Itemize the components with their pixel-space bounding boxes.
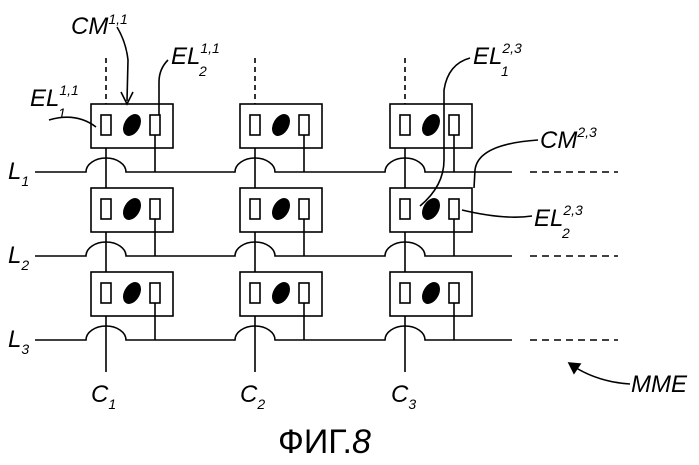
leader-cm-1-1: [117, 27, 128, 101]
electrode-2-2-3: [449, 199, 459, 219]
electrode-1-2-3: [400, 199, 410, 219]
leader-cm-2-3: [474, 140, 538, 188]
label-el1-2-3-sub: 1: [501, 63, 509, 79]
figure-caption: ФИГ.8: [278, 423, 371, 461]
leader-el1-1-1: [49, 117, 96, 127]
electrode-1-2-2: [250, 199, 260, 219]
label-el2-1-1: EL1,1: [171, 40, 220, 70]
label-el2-2-3: EL2,3: [534, 202, 583, 232]
electrode-1-3-3: [400, 283, 410, 303]
electrode-1-3-1: [101, 283, 111, 303]
electrode-1-1-2: [250, 115, 260, 135]
label-cm-1-1: CM1,1: [71, 11, 128, 40]
electrode-1-3-2: [250, 283, 260, 303]
electrode-2-1-2: [299, 115, 309, 135]
electrode-1-1-3: [400, 115, 410, 135]
column-label-1: C1: [91, 381, 116, 412]
label-cm-2-3: CM2,3: [540, 124, 597, 154]
electrode-2-2-2: [299, 199, 309, 219]
electrode-2-1-1: [150, 115, 160, 135]
label-el1-2-3: EL2,3: [473, 40, 522, 70]
column-label-2: C2: [240, 381, 265, 412]
electrode-1-2-1: [101, 199, 111, 219]
label-el2-1-1-sub: 2: [198, 63, 207, 79]
electrode-2-1-3: [449, 115, 459, 135]
leader-mme: [573, 366, 630, 384]
row-label-2: L2: [8, 242, 29, 273]
electrode-2-3-1: [150, 283, 160, 303]
row-label-1: L1: [8, 158, 29, 189]
label-mme: MME: [631, 371, 688, 398]
arrow-mme: [569, 363, 580, 373]
row-label-3: L3: [8, 326, 29, 357]
column-label-3: C3: [391, 381, 416, 412]
electrode-1-1-1: [101, 115, 111, 135]
electrode-2-3-2: [299, 283, 309, 303]
label-el2-2-3-sub: 2: [561, 225, 570, 241]
electrode-2-3-3: [449, 283, 459, 303]
electrode-2-2-1: [150, 199, 160, 219]
label-el1-1-1: EL1,1: [30, 82, 79, 112]
label-el1-1-1-sub: 1: [58, 105, 66, 121]
